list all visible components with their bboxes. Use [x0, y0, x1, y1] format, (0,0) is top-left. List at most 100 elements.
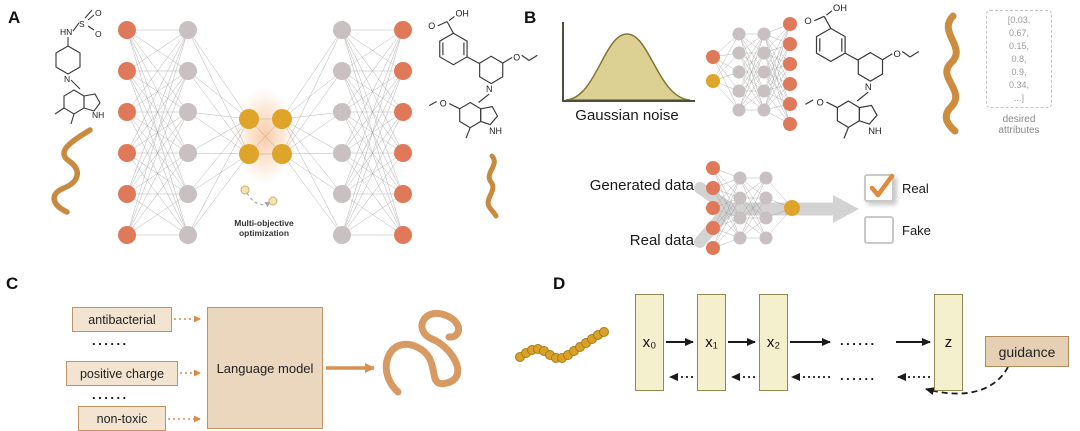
network-node: [394, 21, 412, 39]
network-node: [759, 191, 773, 205]
network-node: [118, 144, 136, 162]
network-edge: [126, 29, 189, 236]
network-edge: [738, 33, 765, 73]
network-edge: [712, 33, 740, 82]
ellipsis-dots: ......: [92, 333, 129, 348]
polymer-squiggle-b: [942, 12, 960, 135]
network-node: [394, 185, 412, 203]
language-model-label: Language model: [216, 360, 314, 376]
network-edge: [281, 152, 343, 155]
network-node: [759, 171, 773, 185]
network-edge: [712, 177, 741, 229]
generator-network: [706, 17, 797, 131]
optimization-arrow: [246, 192, 271, 208]
network-node: [333, 185, 351, 203]
molecule-a-input: S O O HN N NH: [54, 8, 104, 125]
network-node: [783, 97, 797, 111]
network-edge: [763, 52, 791, 105]
network-edge: [341, 29, 404, 236]
bead: [599, 327, 609, 337]
real-data-label: Real data: [629, 232, 694, 249]
chain-dots-top: ......: [840, 333, 877, 348]
network-node: [783, 57, 797, 71]
state-label: x₁: [705, 334, 718, 351]
network-edge: [763, 33, 791, 85]
network-edge: [126, 29, 189, 113]
network-edge: [187, 118, 250, 195]
network-node: [783, 17, 797, 31]
network-edge: [281, 118, 343, 195]
state-box-z: z: [934, 294, 963, 391]
network-edge: [126, 193, 189, 236]
atom-label: O: [95, 8, 102, 18]
network-edge: [763, 23, 791, 73]
network-node: [732, 84, 746, 98]
network-node: [179, 144, 197, 162]
atom-label: S: [79, 19, 85, 29]
network-edge: [341, 152, 404, 236]
real-checkbox: [864, 173, 895, 202]
fake-checkbox: [864, 216, 894, 244]
polymer-squiggle-a-output: [485, 153, 499, 219]
gaussian-curve: [565, 33, 691, 101]
piperidine-ring: [55, 45, 81, 75]
panel-label-d: D: [553, 274, 566, 293]
network-edge: [187, 153, 250, 195]
network-edge: [126, 70, 189, 236]
network-node: [706, 241, 720, 255]
network-edge: [341, 70, 404, 236]
network-node: [179, 21, 197, 39]
network-node: [706, 50, 720, 64]
attribute-value: 0.9,: [1011, 67, 1027, 77]
guidance-label: guidance: [998, 343, 1056, 360]
network-edge: [187, 70, 250, 155]
polymer-bead-chain: [515, 327, 609, 363]
state-box-x2: x₂: [759, 294, 788, 391]
network-node: [239, 144, 259, 164]
network-node: [179, 103, 197, 121]
pyrrole-ring: [83, 93, 101, 112]
bond-line: [87, 25, 95, 31]
attribute-value: 0.8,: [1011, 54, 1027, 64]
network-edge: [738, 33, 765, 111]
network-edge: [738, 52, 765, 111]
state-label: x₀: [642, 334, 657, 351]
generated-data-label: Generated data: [589, 177, 694, 194]
network-edge: [341, 193, 404, 236]
input-box-non-toxic: non-toxic: [78, 406, 166, 431]
multiobjective-optimization-label: Multi-objective optimization: [234, 218, 294, 238]
network-node: [733, 211, 747, 225]
network-edge: [712, 177, 741, 249]
discriminator-network: [706, 161, 800, 255]
network-edge: [187, 111, 250, 155]
network-edge: [281, 111, 343, 120]
attributes-vector-box: [0.03, 0.67, 0.15, 0.8, 0.9, 0.34, ...]: [986, 10, 1052, 108]
optimization-point: [268, 196, 278, 206]
guidance-box: guidance: [985, 336, 1069, 367]
network-edge: [126, 111, 189, 236]
atom-label: O: [95, 29, 102, 39]
attribute-value: ...]: [1013, 93, 1024, 103]
panel-c-arrows: [168, 315, 375, 423]
network-edge: [739, 197, 767, 239]
molecule-a-output: [427, 7, 538, 139]
panel-label-a: A: [8, 8, 21, 27]
network-node: [179, 62, 197, 80]
state-box-x0: x₀: [635, 294, 664, 391]
network-node: [733, 171, 747, 185]
bond-line: [87, 14, 95, 21]
network-node: [394, 62, 412, 80]
optimization-point: [240, 185, 250, 195]
network-node: [757, 46, 771, 60]
network-edge: [341, 29, 404, 113]
network-node: [759, 211, 773, 225]
gan-merge-arrow: [694, 182, 859, 248]
network-node: [706, 221, 720, 235]
network-edge: [712, 56, 740, 92]
network-node: [783, 117, 797, 131]
input-label: positive charge: [79, 366, 165, 381]
network-node: [118, 185, 136, 203]
network-edge: [187, 70, 250, 120]
